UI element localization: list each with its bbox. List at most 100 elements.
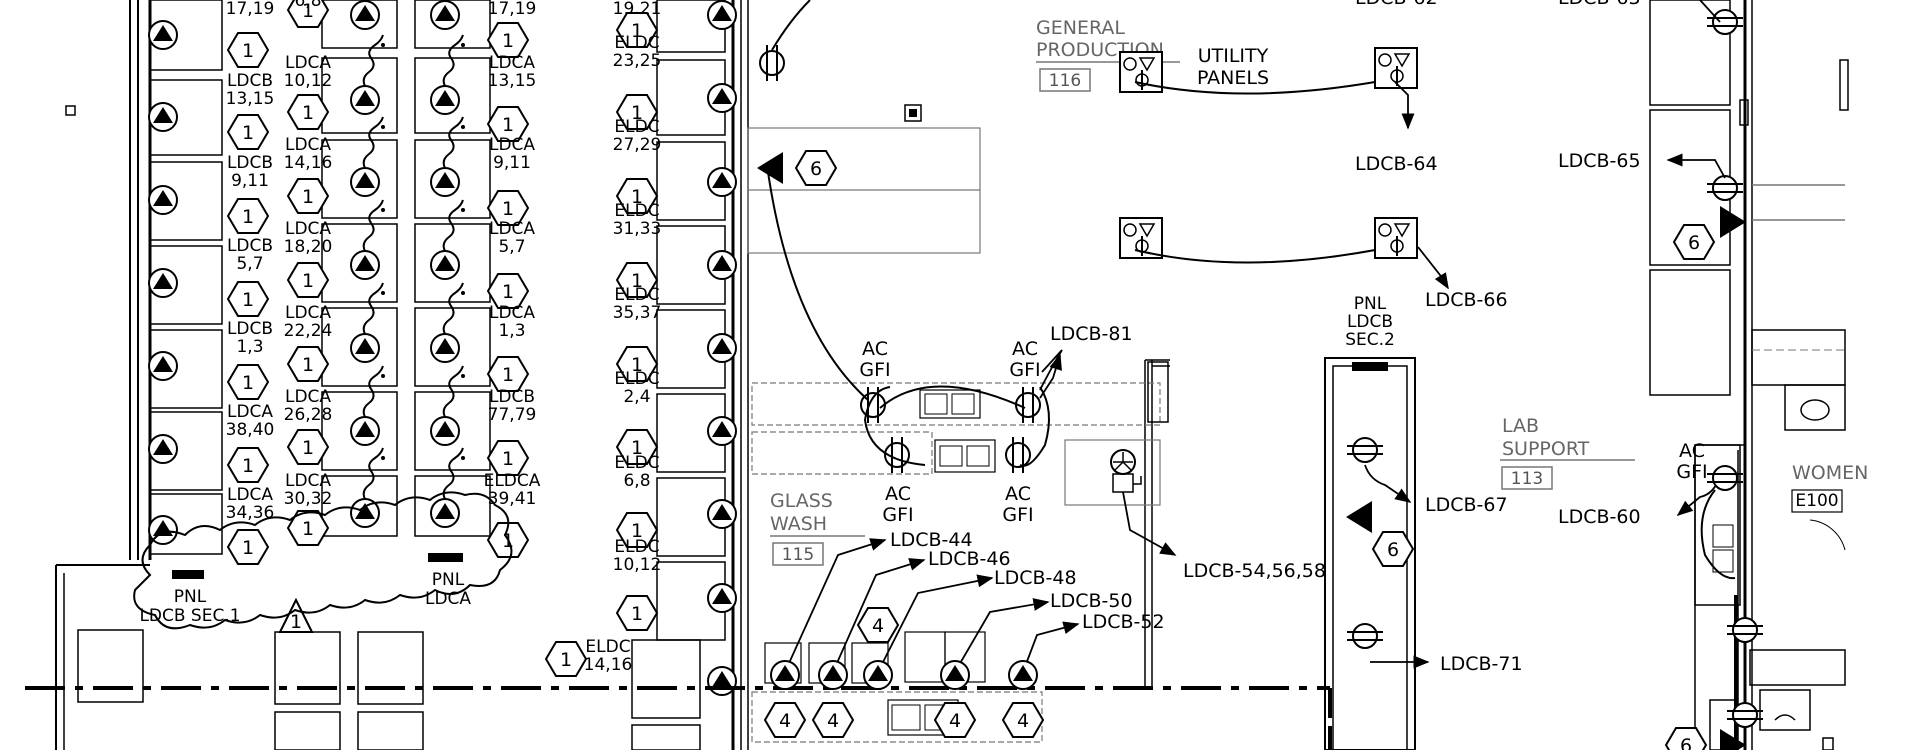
receptacle-eldc-7: [707, 583, 737, 613]
col1-hex-5-value: 1: [242, 455, 254, 477]
eldc-label-6-l2: 6,8: [623, 471, 650, 491]
hex-six-0-value: 6: [810, 158, 822, 180]
receptacle-col3-0: [430, 0, 460, 30]
circuit-ldcb-65: LDCB-65: [1558, 150, 1641, 172]
col1-hex-3-value: 1: [242, 289, 254, 311]
receptacle-col3-2: [430, 116, 465, 197]
circuit-ldcb-60: LDCB-60: [1558, 506, 1641, 528]
eldc-label-4-l1: ELDC: [614, 285, 659, 305]
receptacle-col1-3: [148, 268, 178, 298]
gfi3-gfi: GFI: [882, 504, 913, 526]
receptacle-eldc-1: [707, 83, 737, 113]
gfi1-gfi: GFI: [859, 359, 890, 381]
eldc-label-2-l1: ELDC: [614, 117, 659, 137]
col2-hex-5: 1: [286, 429, 330, 465]
col1-hex-1-value: 1: [242, 122, 254, 144]
hex-four-2: 4: [933, 702, 977, 738]
hex-six-1-value: 6: [1387, 539, 1399, 561]
hex-six-2-value: 6: [1688, 232, 1700, 254]
eldc-label-3-l1: ELDC: [614, 201, 659, 221]
eldc-label-7-l1: ELDC: [614, 537, 659, 557]
pnl-ldcb-sec1-label1: PNL: [174, 587, 207, 607]
utility-panel-box-1: [1374, 47, 1418, 89]
utility-panel-box-3: [1374, 217, 1418, 259]
col2-label-4-l1: LDCA: [285, 303, 331, 323]
eldc-label-2-l2: 27,29: [613, 135, 662, 155]
gfi5-ac: AC: [1679, 440, 1705, 462]
col1-hex-4: 1: [226, 364, 270, 400]
col3-hex-3-value: 1: [502, 281, 514, 303]
eldc-hex-1-value: 1: [631, 102, 643, 124]
col2-top-fragment: 6,8: [294, 0, 321, 11]
col2-hex-0: 1: [286, 0, 330, 28]
hex-six-tag-2: 6: [1672, 206, 1746, 260]
col3-hex-1-value: 1: [502, 114, 514, 136]
eldc-hex-3-value: 1: [631, 270, 643, 292]
general-production-room: GENERAL PRODUCTION 116 UTILITY PANELS LD…: [747, 0, 1508, 311]
eldc-extra-hex: 1: [560, 649, 572, 671]
col1-label-3-l2: 5,7: [236, 254, 263, 274]
gfi5-gfi: GFI: [1676, 461, 1707, 483]
gfi3-ac: AC: [885, 483, 911, 505]
col2-hex-6-value: 1: [302, 518, 314, 540]
col3-hex-0: 1: [486, 22, 530, 58]
eldc-label-5-l2: 2,4: [623, 387, 650, 407]
pnl-ldcb-sec2-l1: PNL: [1354, 294, 1387, 314]
gfi-receptacle-4: [1005, 437, 1031, 473]
receptacle-col3: [430, 0, 465, 528]
pnl-ldca-label1: PNL: [432, 570, 465, 590]
receptacle-col2-4: [350, 282, 385, 363]
circuit-ldcb-52: LDCB-52: [1082, 611, 1165, 633]
circuit-ldcb-66: LDCB-66: [1425, 289, 1508, 311]
col3-label-6-l1: ELDCA: [484, 471, 541, 491]
col2-hex-3: 1: [286, 262, 330, 298]
col3-label-2-l2: 9,11: [493, 153, 531, 173]
receptacle-eldc-8: [707, 666, 737, 696]
eldc-extra-l2: 14,16: [584, 655, 633, 675]
hex-six-3-value: 6: [1680, 735, 1692, 750]
circuit-ldcb-46: LDCB-46: [928, 548, 1011, 570]
col3-label-5-l1: LDCB: [489, 387, 535, 407]
receptacle-eldc-4: [707, 333, 737, 363]
col2-hex-4: 1: [286, 346, 330, 382]
hex-four-1: 4: [811, 702, 855, 738]
circuit-ldcb-48: LDCB-48: [994, 567, 1077, 589]
utility-panels-l2: PANELS: [1197, 67, 1269, 89]
receptacle-col1: [148, 20, 178, 545]
eldc-label-1-l1: ELDC: [614, 33, 659, 53]
col1-label-0-l1: LDCB: [227, 0, 273, 1]
glass-wash-number: 115: [782, 545, 814, 565]
col1-hex-0: 1: [226, 32, 270, 68]
col1-hex-1: 1: [226, 114, 270, 150]
col1-hex-6-value: 1: [242, 537, 254, 559]
col3-label-3-l2: 5,7: [498, 237, 525, 257]
receptacle-eldc-2: [707, 167, 737, 197]
bottom-receptacle-0: [770, 660, 800, 690]
hex-six-0: 6: [794, 150, 838, 186]
eldc-label-3-l2: 31,33: [613, 219, 662, 239]
eldc-hex-3: 1: [615, 262, 659, 298]
col3-label-4-l1: LDCA: [489, 303, 535, 323]
col2-hex-2-value: 1: [302, 186, 314, 208]
circuit-ldcb-63: LDCB-63: [1558, 0, 1641, 9]
eldc-label-0-l2: 19,21: [613, 0, 662, 19]
hex-six-tag-0: 6: [757, 150, 838, 186]
eldc-hex-4-value: 1: [631, 354, 643, 376]
bottom-receptacle-1: [818, 660, 848, 690]
eldc-extra-l1: ELDC: [585, 637, 630, 657]
circuit-ldcb-44: LDCB-44: [890, 529, 973, 551]
col2-label-1-l1: LDCA: [285, 53, 331, 73]
eldc-extra-tag: 1 ELDC 14,16: [544, 637, 633, 677]
receptacle-col1-4: [148, 351, 178, 381]
col1-top-fragment: LDCB: [227, 0, 273, 5]
receptacle-col2: [350, 0, 385, 528]
panel-grid-col2: [321, 0, 398, 537]
gen-prod-number: 116: [1049, 71, 1081, 91]
receptacle-eldc-3: [707, 250, 737, 280]
eldc-hex-0-value: 1: [631, 20, 643, 42]
circuit-ldcb-67: LDCB-67: [1425, 494, 1508, 516]
receptacle-eldc: [707, 0, 737, 696]
col3-hex-4-value: 1: [502, 364, 514, 386]
col3-hex-2-value: 1: [502, 198, 514, 220]
